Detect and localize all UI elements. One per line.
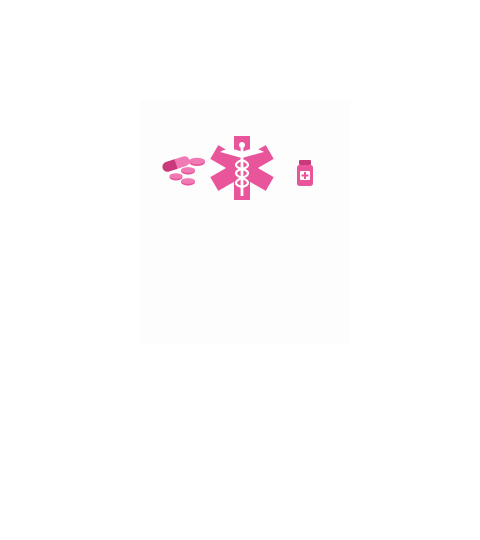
star-of-life-icon [210, 136, 274, 200]
medical-icon-row [160, 134, 320, 204]
medicine-bottle-icon [297, 160, 313, 186]
pills-icon [162, 156, 205, 186]
